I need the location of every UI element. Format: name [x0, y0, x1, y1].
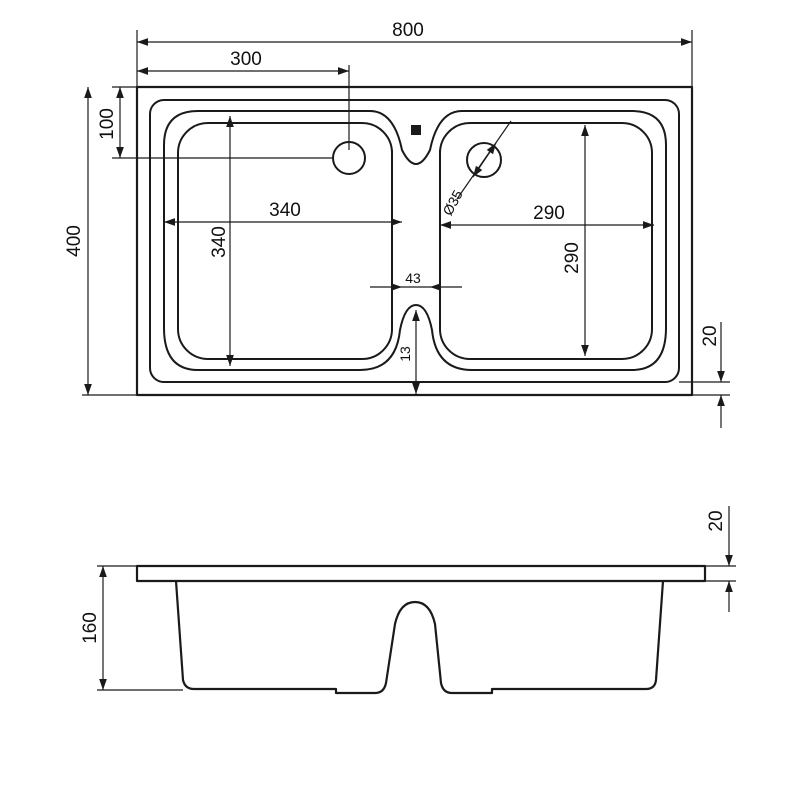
overflow-marker — [411, 125, 421, 135]
label-drain-hole-edge-offset: 100 — [97, 108, 118, 140]
dim-overall-depth: 400 — [64, 87, 137, 396]
dim-right-bowl-width: 290 — [440, 203, 654, 229]
sink-outline — [135, 85, 694, 397]
dim-rim-thickness: 20 — [705, 506, 736, 612]
label-divider-to-edge: 13 — [397, 346, 413, 362]
dim-overall-width: 800 — [136, 20, 693, 87]
label-overall-depth: 400 — [64, 225, 85, 257]
right-bowl-inner — [439, 122, 653, 360]
plan-view — [135, 85, 694, 397]
left-bowl-outer — [163, 110, 473, 371]
label-left-bowl-width: 340 — [269, 200, 301, 221]
dim-left-bowl-depth: 340 — [209, 116, 234, 366]
dim-bowl-height: 160 — [80, 565, 183, 691]
label-right-bowl-width: 290 — [533, 203, 565, 224]
side-bowls-profile — [174, 580, 665, 695]
label-overall-width: 800 — [392, 20, 424, 41]
dim-right-bowl-depth: 290 — [562, 125, 589, 356]
label-rim-edge: 20 — [700, 325, 721, 346]
side-view — [135, 564, 707, 695]
label-drain-hole-offset: 300 — [230, 49, 262, 70]
dim-drain-hole-diameter: Ø35 — [439, 120, 512, 218]
label-rim-thickness: 20 — [706, 510, 727, 531]
label-left-bowl-depth: 340 — [209, 226, 230, 258]
dim-bowl-gap: 43 — [370, 270, 462, 291]
right-bowl-outer — [462, 110, 667, 371]
dim-drain-hole-edge-offset: 100 — [97, 86, 333, 159]
label-right-bowl-depth: 290 — [562, 242, 583, 274]
dim-rim-edge: 20 — [679, 322, 730, 428]
dim-drain-hole-offset: 300 — [137, 49, 350, 150]
side-rim — [135, 564, 707, 583]
label-bowl-gap: 43 — [405, 270, 421, 286]
dim-left-bowl-width: 340 — [164, 200, 402, 226]
dim-divider-to-edge: 13 — [397, 310, 420, 394]
label-bowl-height: 160 — [80, 612, 101, 644]
